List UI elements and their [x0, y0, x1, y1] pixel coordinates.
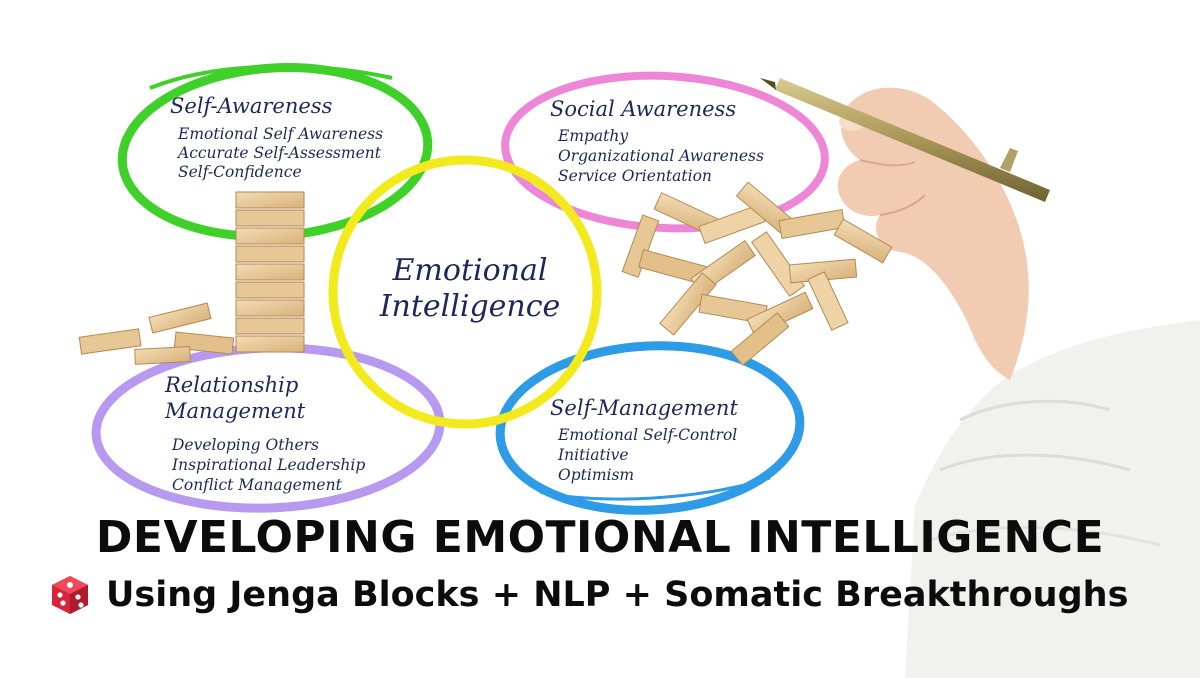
- jenga-pile-image: [621, 181, 893, 366]
- social-awareness-item: Organizational Awareness: [558, 147, 764, 165]
- social-awareness-item: Empathy: [557, 127, 628, 145]
- sleeve-shape: [905, 320, 1200, 678]
- social-awareness-ring: [501, 71, 829, 233]
- center-title-line1: Emotional: [392, 253, 548, 288]
- self-management-title: Self-Management: [550, 396, 738, 420]
- banner-title: DEVELOPING EMOTIONAL INTELLIGENCE: [95, 512, 1105, 563]
- emotional-intelligence-ring: [328, 155, 602, 429]
- social-awareness-item: Service Orientation: [558, 167, 712, 185]
- relationship-management-item: Inspirational Leadership: [171, 456, 365, 474]
- center-title-line2: Intelligence: [379, 289, 561, 324]
- self-management-item: Emotional Self-Control: [557, 426, 737, 444]
- relationship-management-title: Relationship: [164, 373, 298, 397]
- pen-shape: [760, 78, 1050, 202]
- self-management-ring: [495, 341, 805, 515]
- relationship-management-item: Developing Others: [171, 436, 319, 454]
- self-awareness-item: Accurate Self-Assessment: [176, 144, 382, 162]
- social-awareness-title: Social Awareness: [550, 97, 736, 121]
- relationship-management-title: Management: [164, 399, 306, 423]
- relationship-management-item: Conflict Management: [172, 476, 343, 494]
- dice-icon: [52, 576, 88, 614]
- banner-subtitle: Using Jenga Blocks + NLP + Somatic Break…: [106, 575, 1129, 615]
- self-awareness-item: Self-Confidence: [178, 163, 302, 181]
- self-management-item: Optimism: [558, 466, 634, 484]
- jenga-tower-image: [78, 191, 305, 365]
- banner-subtitle-row: Using Jenga Blocks + NLP + Somatic Break…: [48, 570, 1128, 620]
- self-awareness-item: Emotional Self Awareness: [177, 125, 383, 143]
- self-management-item: Initiative: [557, 446, 629, 464]
- self-awareness-title: Self-Awareness: [170, 94, 333, 118]
